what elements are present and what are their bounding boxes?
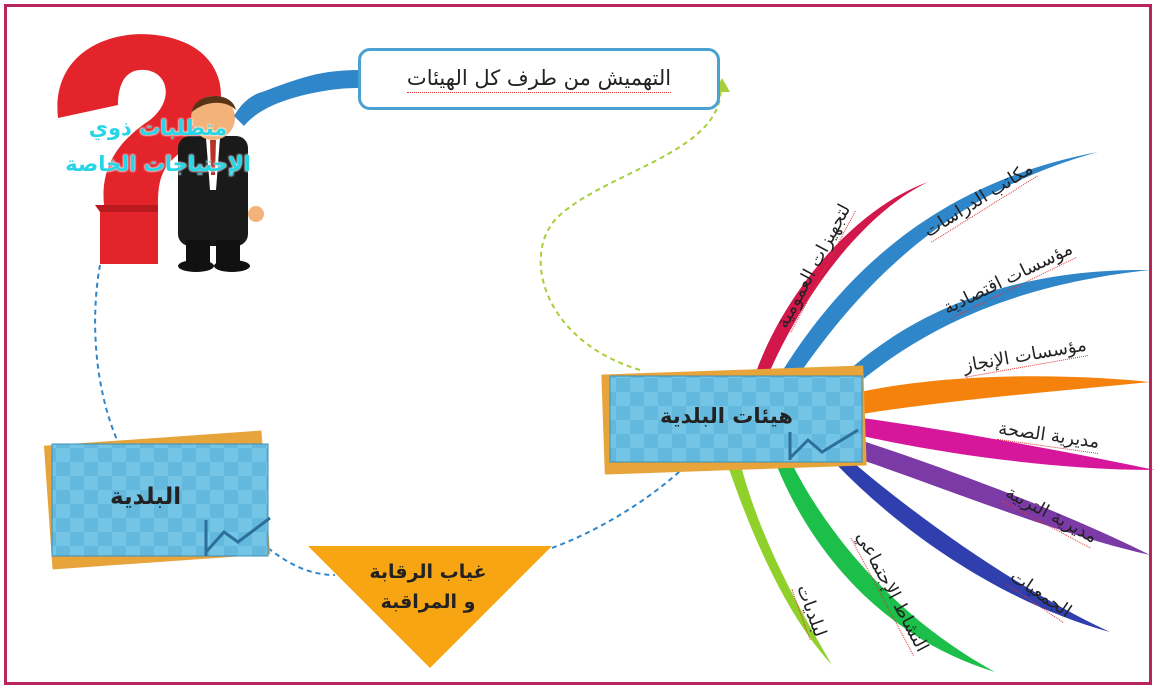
branch-social-activity — [776, 460, 995, 672]
branch-construction — [860, 376, 1150, 414]
question-mark-icon — [57, 34, 221, 264]
callout-connector — [234, 70, 360, 126]
page-frame — [4, 4, 1152, 685]
callout-text: التهميش من طرف كل الهيئات — [406, 66, 672, 93]
branches — [728, 152, 1155, 672]
warning-triangle — [308, 546, 552, 668]
link-municipality-to-triangle — [267, 547, 336, 576]
branch-municipalities — [728, 462, 832, 665]
link-question-to-municipality — [94, 264, 119, 443]
question-line-1: متطلبات ذوي — [88, 116, 228, 140]
municipality-title: البلدية — [110, 484, 182, 510]
callout-box: التهميش من طرف كل الهيئات — [358, 48, 720, 110]
link-central-to-callout — [539, 81, 722, 371]
branch-economic-institutions — [836, 269, 1150, 390]
triangle-line-2: و المراقبة — [380, 591, 476, 613]
central-box — [601, 365, 867, 475]
triangle-line-1: غياب الرقابة — [369, 561, 487, 583]
question-text: متطلبات ذوي الإحتياجات الخاصة — [52, 110, 264, 182]
triangle-text: غياب الرقابة و المراقبة — [348, 557, 508, 617]
link-triangle-to-central — [551, 461, 691, 549]
branch-design-offices — [778, 152, 1098, 382]
central-title: هيئات البلدية — [660, 404, 793, 428]
businessman-icon — [178, 95, 264, 272]
branch-education — [856, 440, 1150, 555]
question-line-2: الإحتياجات الخاصة — [65, 152, 251, 176]
branch-associations — [838, 458, 1110, 632]
branch-health — [862, 418, 1155, 470]
municipality-box — [43, 430, 271, 570]
branch-public-equipment — [754, 182, 928, 380]
